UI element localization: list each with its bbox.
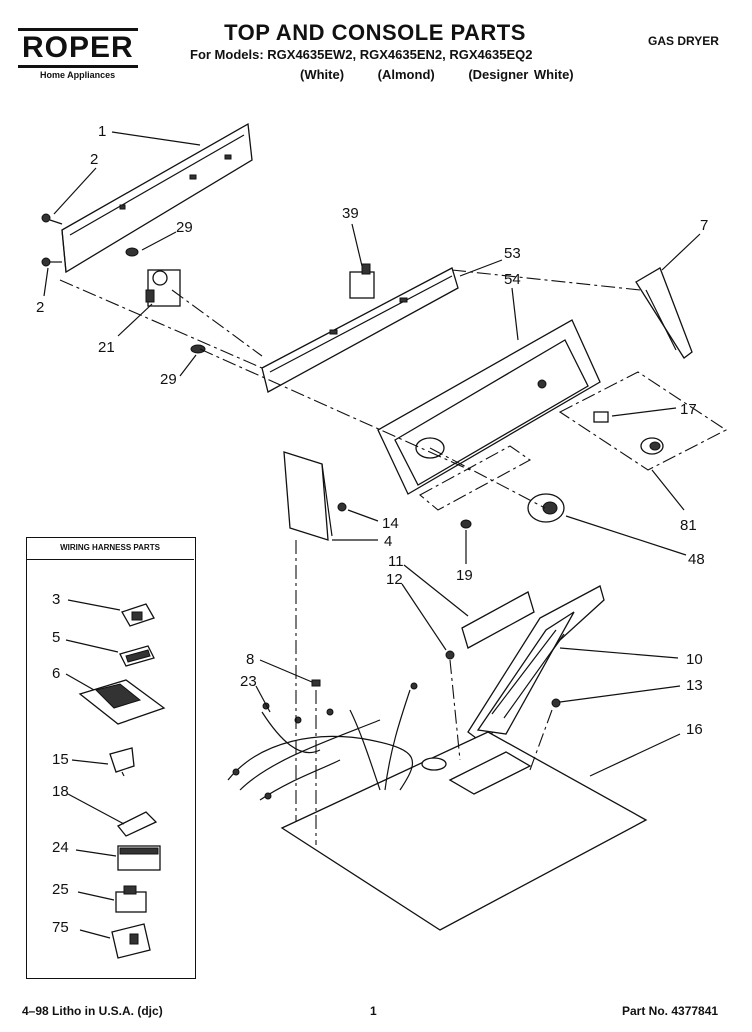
callout-1: 1: [98, 123, 106, 140]
callout-7: 7: [700, 217, 708, 234]
part-wiring-harness: [227, 682, 418, 801]
callout-2: 2: [90, 151, 98, 168]
harness-label-24: 24: [52, 839, 69, 856]
callout-11: 11: [388, 553, 404, 570]
callout-21: 21: [98, 339, 115, 356]
brand-subtitle: Home Appliances: [40, 70, 116, 80]
harness-label-15: 15: [52, 751, 69, 768]
part-console-bracket: [261, 267, 459, 393]
callout-48: 48: [688, 551, 705, 568]
callout-53: 53: [504, 245, 521, 262]
footer-part-number: Part No. 4377841: [622, 1004, 719, 1018]
part-end-cap: [283, 451, 333, 541]
harness-part-5: [119, 645, 155, 667]
callout-17: 17: [680, 401, 697, 418]
callout-13: 13: [686, 677, 703, 694]
part-screw-14: [337, 502, 347, 512]
product-type: GAS DRYER: [648, 34, 719, 48]
callout-39: 39: [342, 205, 359, 222]
harness-label-18: 18: [52, 783, 69, 800]
callout-12: 12: [386, 571, 403, 588]
harness-label-25: 25: [52, 881, 69, 898]
footer-litho: 4–98 Litho in U.S.A. (djc): [22, 1004, 163, 1018]
callout-16: 16: [686, 721, 703, 738]
harness-part-75: [111, 923, 151, 959]
callout-19: 19: [456, 567, 473, 584]
part-rear-panel: [61, 122, 253, 274]
part-side-bracket: [635, 267, 693, 359]
callout-29b: 29: [160, 371, 177, 388]
wiring-harness-title: WIRING HARNESS PARTS: [26, 537, 194, 560]
callout-10: 10: [686, 651, 703, 668]
part-button-81: [640, 437, 664, 455]
callout-23: 23: [240, 673, 257, 690]
part-screw-12: [445, 650, 455, 660]
part-screw-2a: [41, 213, 63, 225]
part-knob: [527, 493, 565, 523]
harness-label-6: 6: [52, 665, 60, 682]
callout-54: 54: [504, 271, 521, 288]
harness-part-25: [115, 885, 147, 913]
part-top-panel: [280, 731, 648, 931]
harness-label-3: 3: [52, 591, 60, 608]
footer-page-number: 1: [370, 1004, 377, 1018]
model-colors: (White) (Almond) (Designer White): [300, 67, 602, 82]
wiring-harness-box: [26, 537, 196, 979]
callout-2b: 2: [36, 299, 44, 316]
part-timer: [145, 269, 181, 307]
part-screw-2b: [41, 257, 62, 267]
callout-4: 4: [384, 533, 392, 550]
brand-logo: ROPER Home Appliances: [18, 28, 156, 80]
part-screw-29a: [125, 247, 139, 257]
part-console-panel: [377, 319, 601, 495]
harness-part-24: [117, 845, 161, 871]
harness-part-6: [78, 679, 166, 725]
color-designer-white: (Designer White): [468, 67, 574, 82]
callout-29: 29: [176, 219, 193, 236]
page-title: TOP AND CONSOLE PARTS: [224, 20, 526, 45]
callout-81: 81: [680, 517, 697, 534]
callout-8: 8: [246, 651, 254, 668]
brand-name: ROPER: [18, 28, 138, 68]
model-list: For Models: RGX4635EW2, RGX4635EN2, RGX4…: [190, 47, 533, 62]
part-screw-19: [460, 519, 472, 529]
part-switch: [349, 263, 375, 299]
callout-14: 14: [382, 515, 399, 532]
color-almond: (Almond): [377, 67, 435, 82]
part-bracket-11: [461, 591, 535, 649]
part-lint-filter: [467, 585, 605, 745]
harness-label-75: 75: [52, 919, 69, 936]
color-white: (White): [300, 67, 345, 82]
harness-part-18: [116, 811, 158, 837]
part-clip-8: [311, 679, 321, 687]
harness-part-3: [121, 603, 155, 627]
part-screw-29b: [190, 344, 206, 354]
harness-part-15: [109, 747, 135, 777]
part-screw-13: [551, 698, 561, 708]
harness-label-5: 5: [52, 629, 60, 646]
part-clip-17: [593, 411, 609, 423]
